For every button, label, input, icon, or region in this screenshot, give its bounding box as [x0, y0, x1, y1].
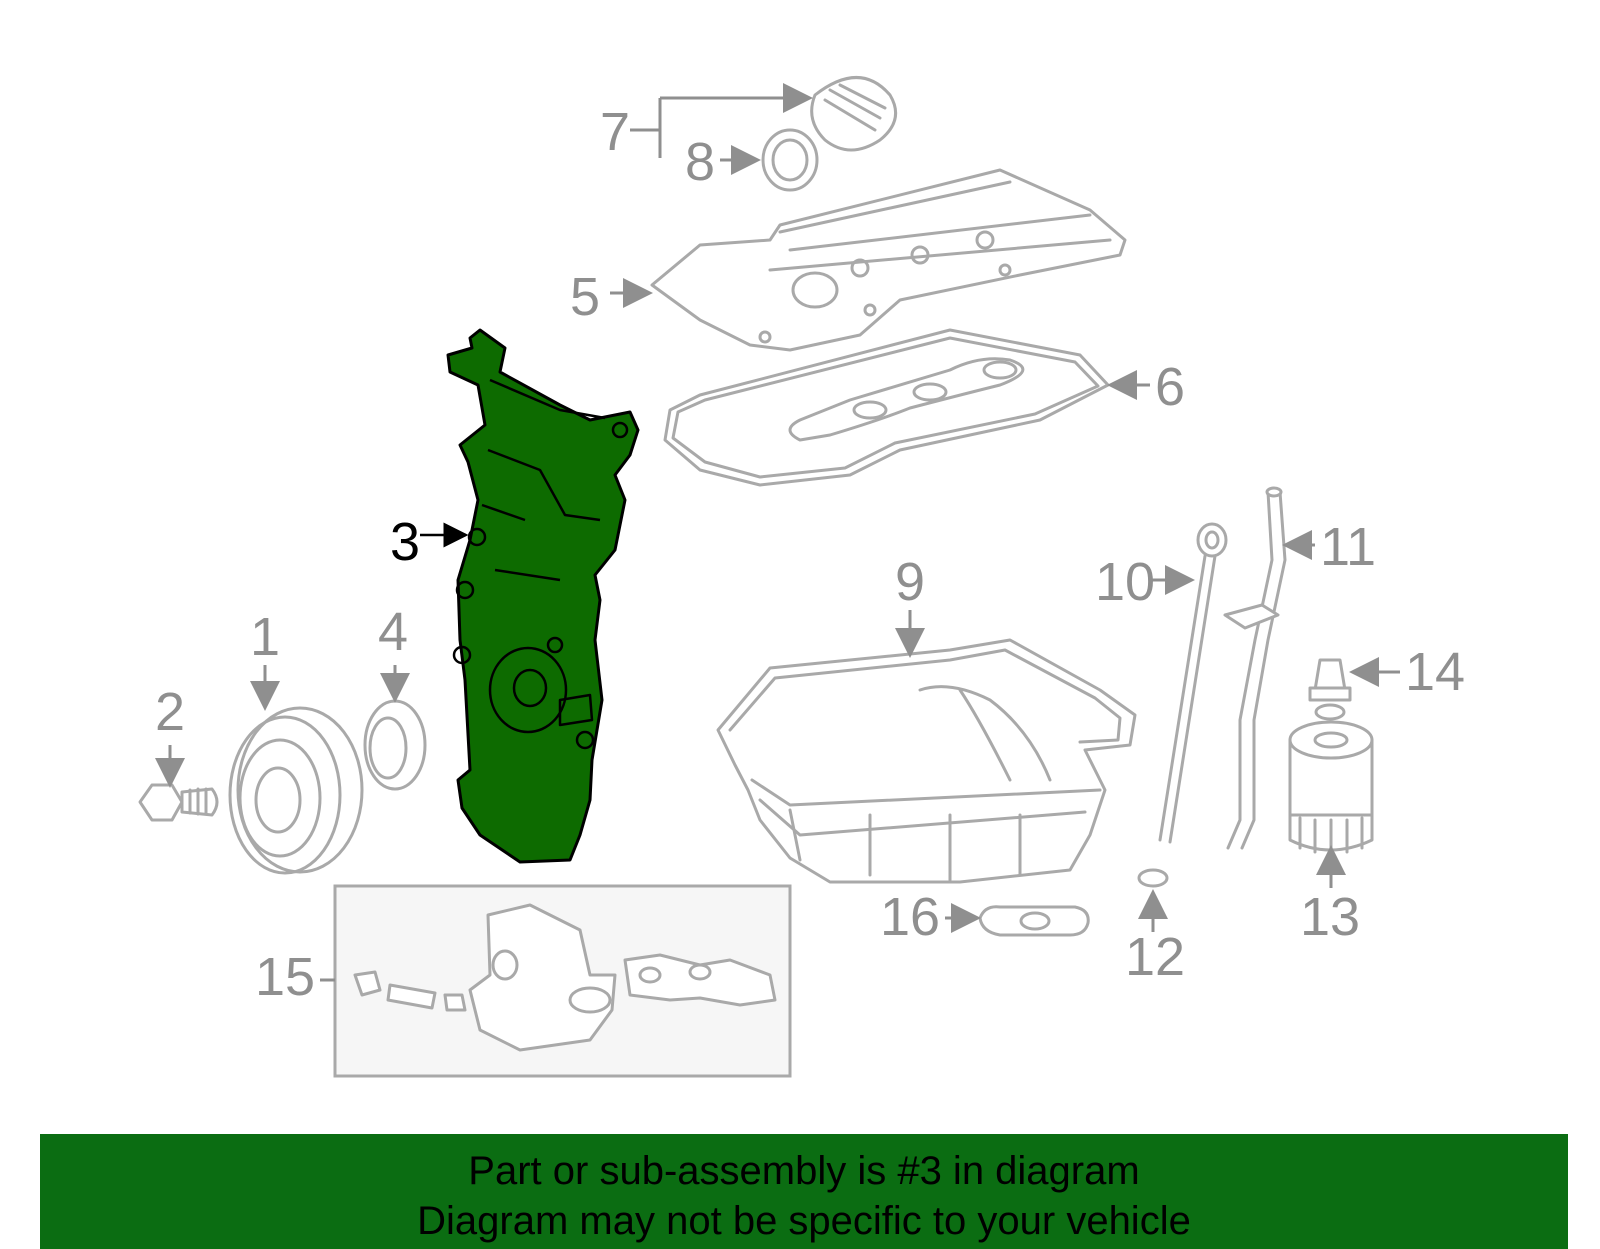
callout-11: 11 — [1320, 517, 1376, 577]
callout-6: 6 — [1155, 357, 1185, 417]
valve-cover-part-5[interactable] — [650, 168, 1127, 352]
callout-5: 5 — [570, 267, 600, 327]
callout-14: 14 — [1405, 642, 1465, 702]
crank-pulley-part-1[interactable] — [228, 706, 364, 875]
parts-diagram: 7 8 5 6 3 1 2 4 9 10 11 14 13 12 16 15 — [138, 0, 1465, 1078]
callout-12: 12 — [1125, 927, 1185, 987]
callout-7: 7 — [600, 102, 630, 162]
front-seal-part-4[interactable] — [363, 699, 427, 791]
drain-plug-part-14[interactable] — [1308, 658, 1352, 721]
oil-pan-part-9[interactable] — [716, 638, 1137, 884]
oil-pump-box-part-15[interactable] — [333, 884, 792, 1078]
oil-filter-part-13[interactable] — [1288, 720, 1374, 856]
info-banner: Part or sub-assembly is #3 in diagram Di… — [40, 1134, 1568, 1249]
callout-3: 3 — [390, 512, 420, 572]
leader-lines — [155, 98, 1400, 982]
callout-4: 4 — [378, 602, 408, 662]
timing-cover-part-3[interactable] — [446, 328, 640, 864]
callout-10: 10 — [1095, 552, 1155, 612]
callout-16: 16 — [880, 887, 940, 947]
callout-1: 1 — [250, 607, 280, 667]
banner-line-part-number: Part or sub-assembly is #3 in diagram — [468, 1149, 1140, 1193]
callout-9: 9 — [895, 552, 925, 612]
oil-filler-cap-part-7[interactable] — [810, 76, 898, 152]
dipstick-tube-part-11[interactable] — [1223, 486, 1287, 850]
crank-bolt-part-2[interactable] — [138, 783, 219, 822]
dipstick-part-10[interactable] — [1158, 522, 1228, 844]
callout-13: 13 — [1300, 887, 1360, 947]
callout-2: 2 — [155, 682, 185, 742]
drain-washer-part-12[interactable] — [1137, 868, 1169, 888]
banner-line-disclaimer: Diagram may not be specific to your vehi… — [417, 1199, 1191, 1243]
oil-pan-gasket-part-16[interactable] — [978, 905, 1090, 937]
callout-15: 15 — [255, 947, 315, 1007]
callout-8: 8 — [685, 132, 715, 192]
valve-cover-gasket-part-6[interactable] — [663, 328, 1110, 487]
filler-cap-gasket-part-8[interactable] — [761, 128, 819, 192]
